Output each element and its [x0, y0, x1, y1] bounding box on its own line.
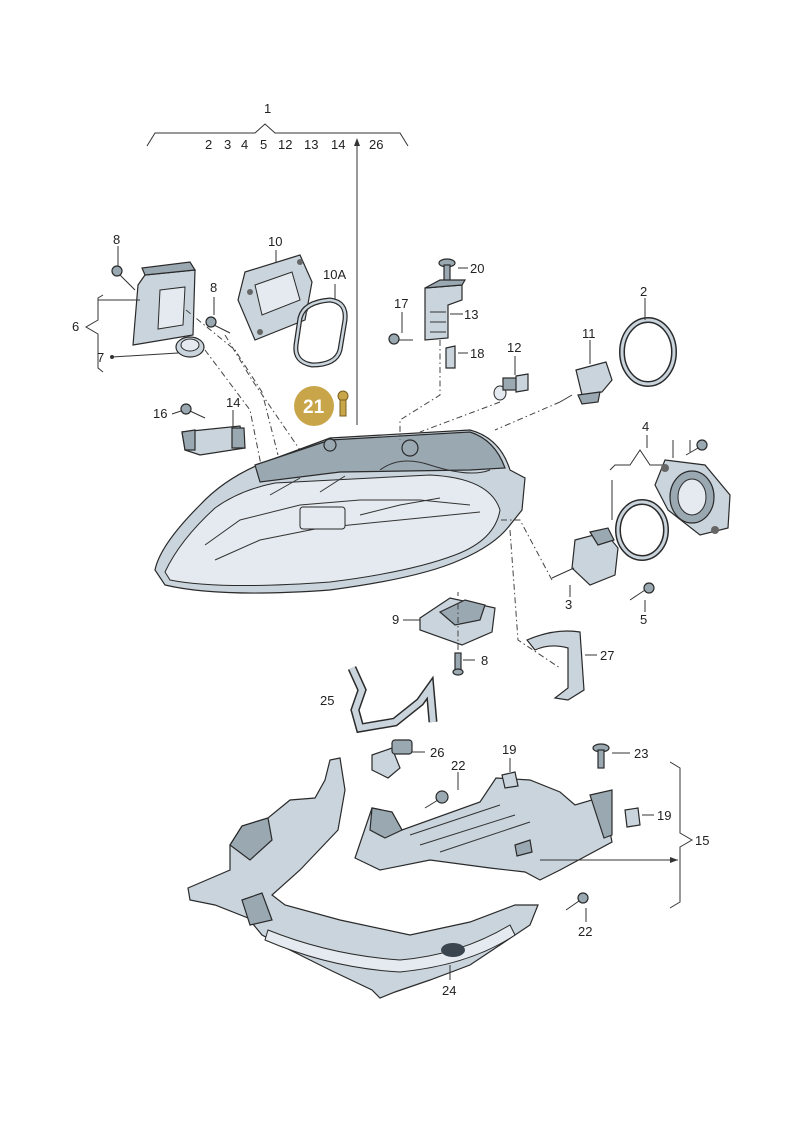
adjuster-ring-4 — [654, 459, 731, 536]
label-13[interactable]: 13 — [304, 137, 318, 152]
label-25[interactable]: 25 — [320, 693, 334, 708]
label-22-bottom[interactable]: 22 — [578, 924, 592, 939]
label-5[interactable]: 5 — [260, 137, 267, 152]
highlight-label-21[interactable]: 21 — [303, 397, 325, 418]
trim-27 — [526, 630, 585, 701]
label-12[interactable]: 12 — [278, 137, 292, 152]
screw-5 — [629, 582, 655, 601]
screw-20 — [438, 258, 456, 282]
label-9[interactable]: 9 — [392, 612, 399, 627]
label-6[interactable]: 6 — [72, 319, 79, 334]
label-24[interactable]: 24 — [442, 983, 456, 998]
clip-19-right — [624, 807, 641, 828]
headlamp-housing — [154, 429, 526, 594]
screw-22-top — [424, 790, 449, 809]
seal-ring-4 — [615, 499, 669, 561]
label-23[interactable]: 23 — [634, 746, 648, 761]
label-26-connector[interactable]: 26 — [430, 745, 444, 760]
label-4[interactable]: 4 — [241, 137, 248, 152]
label-1[interactable]: 1 — [264, 101, 271, 116]
support-24 — [187, 757, 539, 999]
gasket-10A — [293, 297, 348, 368]
label-17[interactable]: 17 — [394, 296, 408, 311]
cap-7 — [175, 336, 205, 358]
bulb-12 — [493, 373, 529, 401]
screw-16 — [180, 403, 206, 419]
label-11[interactable]: 11 — [582, 326, 596, 341]
screw-17 — [388, 333, 413, 345]
screw-21 — [337, 390, 349, 417]
label-7[interactable]: 7 — [97, 350, 104, 365]
assembly-bracket — [146, 123, 409, 425]
label-14[interactable]: 14 — [331, 137, 345, 152]
control-unit-10 — [237, 254, 313, 341]
control-unit-6 — [132, 261, 197, 346]
label-3[interactable]: 3 — [224, 137, 231, 152]
label-15[interactable]: 15 — [695, 833, 709, 848]
label-10[interactable]: 10 — [268, 234, 282, 249]
screw-22-bottom — [565, 892, 589, 911]
bracket-14 — [181, 425, 246, 456]
label-10A[interactable]: 10A — [323, 267, 346, 282]
label-19-right[interactable]: 19 — [657, 808, 671, 823]
label-4[interactable]: 4 — [642, 419, 649, 434]
highlight-badge-21[interactable]: 21 — [294, 386, 334, 426]
label-27[interactable]: 27 — [600, 648, 614, 663]
actuator-3 — [551, 527, 619, 586]
label-18[interactable]: 18 — [470, 346, 484, 361]
label-13[interactable]: 13 — [464, 307, 478, 322]
label-2-ring[interactable]: 2 — [640, 284, 647, 299]
screw-23 — [592, 743, 610, 769]
xenon-bulb-11 — [559, 361, 613, 405]
connector-26 — [371, 739, 413, 779]
bracket-13 — [424, 279, 467, 341]
label-8-lower[interactable]: 8 — [481, 653, 488, 668]
label-2[interactable]: 2 — [205, 137, 212, 152]
label-26[interactable]: 26 — [369, 137, 383, 152]
label-16[interactable]: 16 — [153, 406, 167, 421]
label-12[interactable]: 12 — [507, 340, 521, 355]
label-19-top[interactable]: 19 — [502, 742, 516, 757]
clip-18 — [445, 345, 456, 369]
label-5[interactable]: 5 — [640, 612, 647, 627]
clip-19-top — [501, 771, 519, 789]
label-20[interactable]: 20 — [470, 261, 484, 276]
screw-8-top — [111, 265, 136, 291]
screw-8-mid — [205, 316, 231, 334]
screw-4-top — [685, 439, 708, 456]
label-22-top[interactable]: 22 — [451, 758, 465, 773]
hose-25 — [347, 666, 438, 734]
label-8-mid[interactable]: 8 — [210, 280, 217, 295]
label-14-bracket[interactable]: 14 — [226, 395, 240, 410]
carrier-15 — [354, 777, 613, 881]
label-3[interactable]: 3 — [565, 597, 572, 612]
seal-ring-2 — [619, 317, 677, 387]
label-8-top[interactable]: 8 — [113, 232, 120, 247]
screw-8-lower — [452, 652, 464, 676]
